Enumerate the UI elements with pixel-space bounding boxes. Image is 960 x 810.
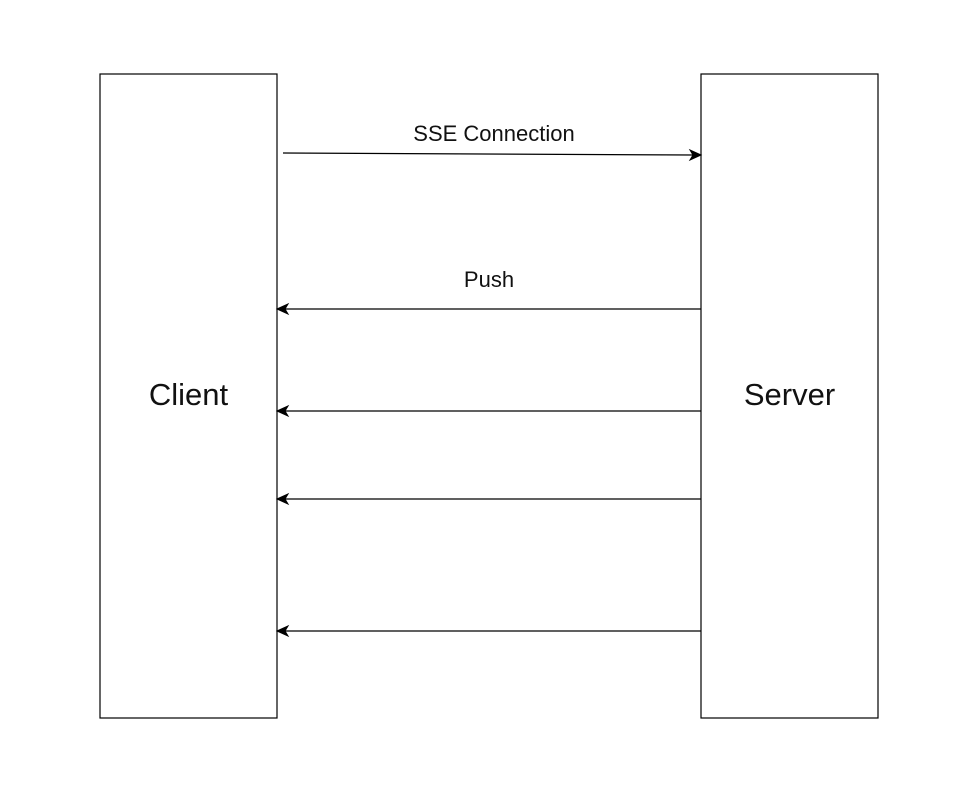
push-label: Push bbox=[464, 267, 514, 292]
push-arrow-3 bbox=[275, 492, 701, 506]
push-arrowhead-1 bbox=[275, 302, 290, 316]
server-node: Server bbox=[700, 73, 879, 719]
server-box bbox=[700, 73, 879, 719]
client-label: Client bbox=[149, 377, 229, 412]
client-node: Client bbox=[99, 73, 278, 719]
push-arrow-2 bbox=[275, 404, 701, 418]
sse-connection-arrow: SSE Connection bbox=[282, 121, 703, 162]
sse-connection-line bbox=[282, 152, 694, 156]
sse-connection-label: SSE Connection bbox=[413, 121, 574, 146]
push-arrowhead-3 bbox=[275, 492, 290, 506]
push-arrowhead-4 bbox=[275, 624, 290, 638]
push-arrowhead-2 bbox=[275, 404, 290, 418]
server-label: Server bbox=[744, 377, 835, 412]
sse-connection-arrowhead bbox=[688, 148, 703, 162]
push-arrow-4 bbox=[275, 624, 701, 638]
client-box bbox=[99, 73, 278, 719]
push-arrow-1: Push bbox=[275, 267, 701, 316]
